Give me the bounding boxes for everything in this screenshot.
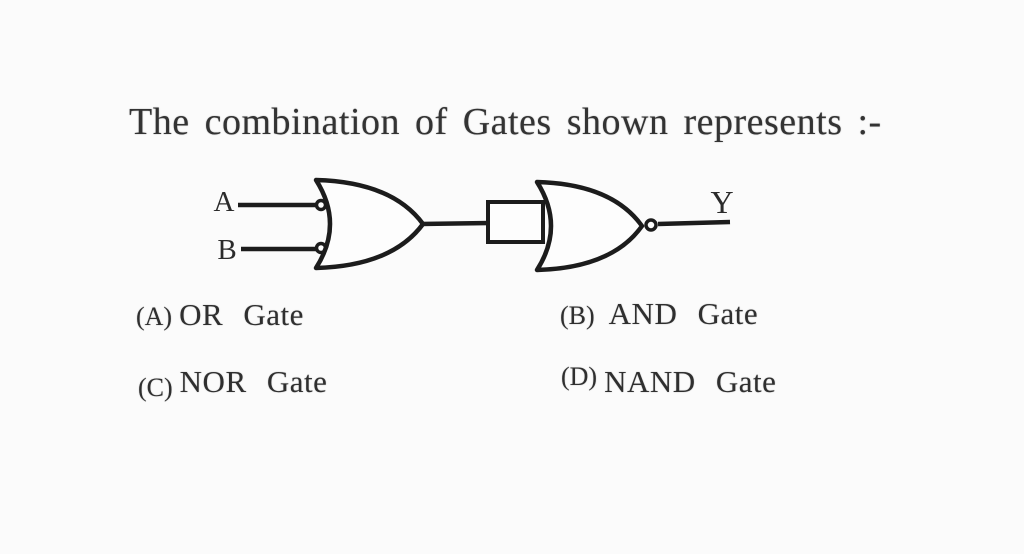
input-a-label: A — [214, 186, 235, 218]
junction-box — [486, 200, 545, 244]
option-b-letter: (B) — [560, 301, 595, 330]
option-c[interactable]: (C)NOR Gate — [138, 364, 328, 402]
output-wire — [657, 219, 731, 227]
option-a-letter: (A) — [136, 302, 173, 331]
output-inversion-bubble-icon — [644, 218, 658, 232]
question-title: The combination of Gates shown represent… — [129, 101, 882, 143]
output-y-label: Y — [710, 184, 733, 220]
option-d-label: NAND Gate — [604, 364, 777, 399]
option-a[interactable]: (A)OR Gate — [136, 297, 304, 333]
option-c-letter: (C) — [138, 373, 173, 402]
option-c-label: NOR Gate — [179, 364, 328, 399]
option-b-label: AND Gate — [608, 296, 759, 331]
input-b-label: B — [217, 234, 236, 266]
or-gate-icon — [313, 177, 426, 271]
option-d[interactable]: (D)NAND Gate — [561, 362, 777, 400]
interstage-wire — [419, 220, 491, 227]
option-d-letter: (D) — [561, 362, 598, 391]
option-a-label: OR Gate — [179, 297, 304, 332]
option-b[interactable]: (B) AND Gate — [560, 296, 758, 332]
nor-gate-icon — [534, 179, 645, 273]
